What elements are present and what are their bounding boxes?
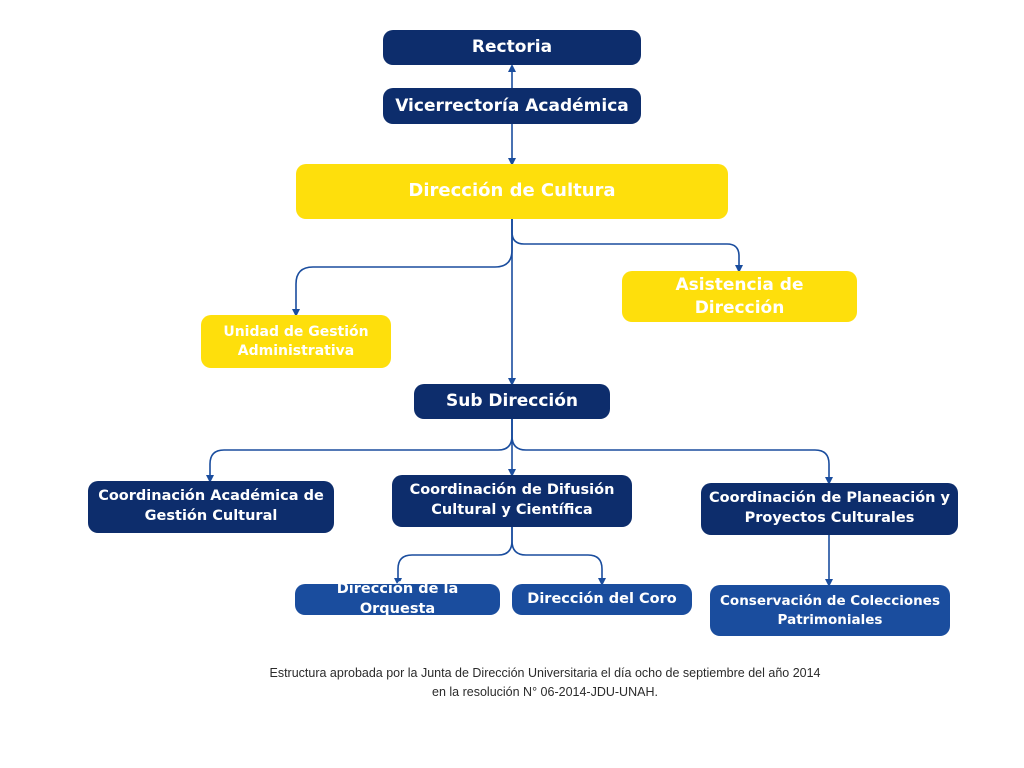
node-conservacion: Conservación de Colecciones Patrimoniale… bbox=[710, 585, 950, 636]
node-orquesta: Dirección de la Orquesta bbox=[295, 581, 500, 617]
edge-difusion-orquesta bbox=[394, 527, 513, 586]
node-vicerrectoria-label: Vicerrectoría Académica bbox=[395, 95, 629, 116]
node-asistencia-label: Asistencia de Dirección bbox=[675, 274, 804, 318]
node-coord-difusion-line2: Cultural y Científica bbox=[431, 502, 593, 518]
edge-cultura-unidad bbox=[292, 219, 513, 317]
node-direccion-cultura-label: Dirección de Cultura bbox=[408, 180, 616, 202]
node-asistencia: Asistencia de Dirección bbox=[622, 271, 857, 322]
node-unidad-gestion-line1: Unidad de Gestión bbox=[223, 323, 369, 340]
node-sub-direccion-label: Sub Dirección bbox=[445, 391, 579, 412]
node-vicerrectoria: Vicerrectoría Académica bbox=[383, 88, 641, 124]
approval-caption-line2: en la resolución N° 06-2014-JDU-UNAH. bbox=[432, 684, 658, 699]
node-conservacion-line2: Patrimoniales bbox=[777, 611, 883, 628]
node-unidad-gestion-line2: Administrativa bbox=[237, 342, 355, 359]
node-conservacion-line1: Conservación de Colecciones bbox=[720, 593, 940, 610]
node-coord-difusion-line1: Coordinación de Difusión bbox=[409, 482, 615, 499]
node-rectoria: Rectoria bbox=[383, 30, 641, 65]
approval-caption-line1: Estructura aprobada por la Junta de Dire… bbox=[269, 666, 821, 680]
node-coord-difusion: Coordinación de Difusión Cultural y Cien… bbox=[392, 475, 632, 527]
node-coord-planeacion-line2: Proyectos Culturales bbox=[744, 510, 915, 526]
edge-difusion-coro bbox=[511, 527, 606, 586]
node-coro-label: Dirección del Coro bbox=[527, 590, 677, 607]
node-coord-academica-line1: Coordinación Académica de bbox=[98, 488, 324, 505]
node-coord-academica-line2: Gestión Cultural bbox=[144, 508, 278, 524]
node-sub-direccion: Sub Dirección bbox=[414, 384, 610, 419]
edge-sub-planeacion bbox=[511, 419, 833, 485]
node-coro: Dirección del Coro bbox=[512, 584, 692, 615]
node-rectoria-label: Rectoria bbox=[471, 37, 553, 58]
node-orquesta-label: Dirección de la Orquesta bbox=[336, 580, 459, 617]
node-unidad-gestion: Unidad de Gestión Administrativa bbox=[201, 315, 391, 368]
node-coord-planeacion: Coordinación de Planeación y Proyectos C… bbox=[701, 483, 958, 535]
node-coord-academica: Coordinación Académica de Gestión Cultur… bbox=[88, 481, 334, 533]
approval-caption: Estructura aprobada por la Junta de Dire… bbox=[200, 664, 890, 702]
node-coord-planeacion-line1: Coordinación de Planeación y bbox=[709, 490, 951, 507]
node-direccion-cultura: Dirección de Cultura bbox=[296, 164, 728, 219]
edge-sub-academica bbox=[206, 419, 513, 483]
edge-cultura-asistencia bbox=[511, 219, 743, 273]
